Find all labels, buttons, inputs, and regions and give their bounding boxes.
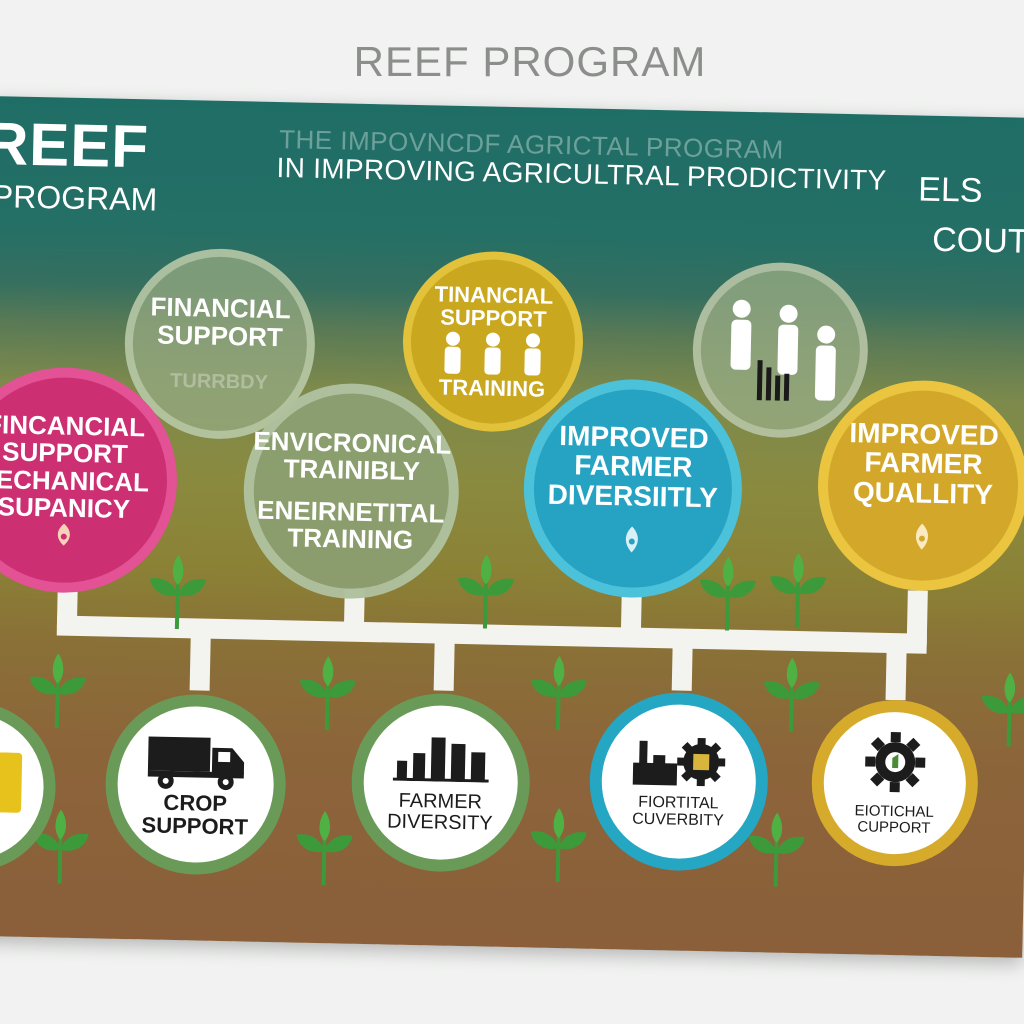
circle-label: SUPANICY	[0, 491, 131, 524]
board-subtitle: IN IMPROVING AGRICULTRAL PRODICTIVITY	[276, 152, 887, 196]
sprout-icon	[763, 657, 820, 732]
infographic-board: REEF PROGRAM THE IMPOVNCDF AGRICTAL PROG…	[0, 96, 1024, 958]
logo-subtitle: PROGRAM	[0, 178, 158, 218]
circle-label: QUALLITY	[852, 475, 994, 510]
farmer-diversity-circle: FARMER DIVERSITY	[349, 691, 532, 874]
circle-label: DIVERSITY	[386, 810, 493, 835]
circle-label: TRAINING	[438, 374, 546, 402]
circle-label: CUVERBITY	[632, 810, 724, 830]
circle-label: CUPPORT	[857, 818, 931, 837]
seed-icon	[57, 523, 70, 546]
page-title: REEF PROGRAM	[353, 38, 707, 85]
partial-yellow-circle	[0, 699, 58, 874]
connector-drop	[433, 635, 455, 691]
logo-title: REEF	[0, 109, 150, 181]
sprout-icon	[530, 808, 587, 883]
circle-label: SUPPORT	[141, 812, 249, 840]
circle-label: CROP	[163, 789, 228, 817]
circle-label: IMPROVED	[559, 419, 709, 455]
tinancial-training-circle: TINANCIAL SUPPORT TRAINING	[401, 249, 585, 434]
corner-text-2: COUT	[931, 220, 1024, 261]
factory-gear-icon	[632, 738, 726, 787]
improved-farmer-quality-circle: IMPROVED FARMER QUALLITY	[815, 378, 1024, 593]
financial-technical-support-circle: FINCANCIAL SUPPORT TECHANICAL SUPANICY	[0, 365, 180, 595]
improved-farmer-diversity-circle: IMPROVED FARMER DIVERSIITLY	[521, 377, 745, 600]
circle-label: SUPPORT	[156, 319, 284, 352]
seed-icon	[625, 526, 638, 553]
sprout-icon	[981, 672, 1024, 747]
corner-text-1: ELS	[917, 170, 983, 210]
yellow-block-icon	[0, 752, 23, 813]
truck-icon	[147, 736, 245, 790]
connector-drop	[906, 590, 928, 646]
people-circle	[691, 260, 870, 440]
connector-drop	[671, 640, 693, 691]
sprout-icon	[770, 553, 827, 628]
circle-label: FARMER	[864, 446, 983, 481]
circle-label: DIVERSIITLY	[547, 478, 719, 514]
sprout-icon	[149, 555, 206, 630]
circle-label: TRAINIBLY	[283, 453, 421, 487]
sprout-icon	[32, 809, 89, 884]
sprout-icon	[29, 653, 86, 728]
sprout-icon	[530, 656, 587, 731]
circle-label-faint: TURRBDY	[169, 369, 269, 394]
sprout-icon	[296, 811, 353, 886]
bar-chart-icon	[392, 737, 489, 783]
sprout-icon	[299, 656, 356, 731]
gear-icon	[865, 732, 926, 793]
circle-label: SUPPORT	[440, 304, 547, 333]
sprout-icon	[700, 556, 757, 631]
circle-label: TRAINING	[287, 522, 414, 555]
seed-icon	[916, 523, 928, 550]
sprout-icon	[748, 812, 805, 887]
crop-support-circle: CROP SUPPORT	[103, 692, 288, 877]
eiotichal-cupport-circle: EIOTICHAL CUPPORT	[810, 698, 980, 868]
connector-drop	[189, 630, 211, 691]
circle-label: FARMER	[573, 449, 693, 484]
fiortital-cuverbity-circle: FIORTITAL CUVERBITY	[587, 690, 770, 873]
connector-drop	[885, 644, 907, 701]
circle-label: IMPROVED	[849, 416, 1000, 452]
sprout-icon	[458, 554, 514, 629]
people-bar-chart-icon	[730, 299, 836, 401]
people-icon	[444, 331, 541, 376]
environmental-training-circle: ENVICRONICAL TRAINIBLY ENEIRNETITAL TRAI…	[241, 381, 462, 601]
